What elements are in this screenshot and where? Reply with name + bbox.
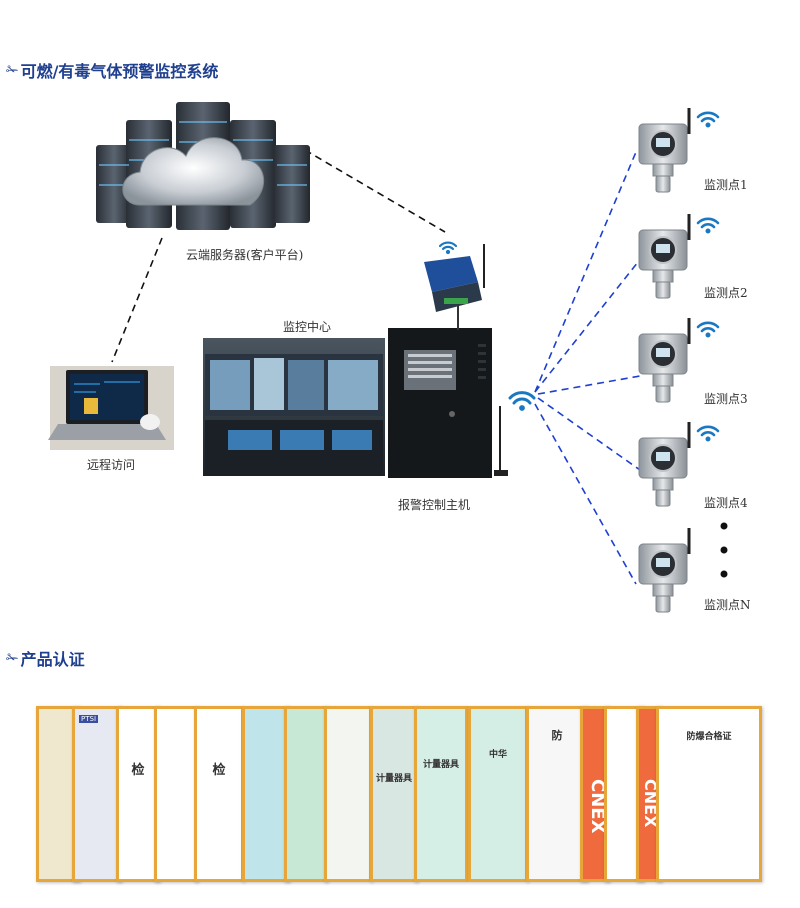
certificate-card: 防	[526, 706, 588, 882]
server-gateway-link	[304, 149, 446, 233]
certificate-card: 计量器具	[370, 706, 418, 882]
certificate-card: 中华	[468, 706, 528, 882]
monitor-point-n-label: 监测点N	[704, 598, 751, 612]
server-laptop-link	[111, 237, 163, 363]
alarm-host-device	[388, 328, 492, 478]
certificate-heading: 防爆合格证	[686, 732, 732, 742]
gas-detector-icon	[638, 422, 691, 507]
system-diagram	[48, 102, 728, 613]
section-marker-icon: ✁	[6, 649, 19, 667]
certificate-heading: 检	[131, 763, 145, 778]
certificate-card: 防爆合格证	[656, 706, 762, 882]
gas-detector-icon	[638, 528, 691, 613]
gas-detector-icon	[638, 108, 691, 193]
certificate-heading: 计量器具	[422, 760, 459, 770]
wireless-links	[534, 151, 641, 585]
certificate-card	[154, 706, 198, 882]
certificate-heading: 防	[551, 729, 563, 742]
certificate-heading: 中华	[488, 750, 507, 760]
monitor-point-3-label: 监测点3	[704, 392, 748, 406]
gas-detectors	[638, 108, 691, 613]
certificate-gallery: PTSI 检 检 计量器具 计量器具 中华 防 CNEX CNEX 防爆合格证	[36, 706, 762, 886]
certificate-card	[324, 706, 372, 882]
monitor-center-image	[203, 338, 385, 476]
cert-section-title: ✁ 产品认证	[6, 646, 85, 670]
server-cloud-icon	[96, 102, 310, 230]
gateway-device-icon	[424, 244, 485, 330]
antenna-icon	[494, 406, 508, 476]
laptop-icon	[48, 366, 174, 450]
gas-detector-icon	[638, 214, 691, 299]
remote-access-label: 远程访问	[87, 458, 136, 472]
certificate-card	[242, 706, 290, 882]
alarm-host-label: 报警控制主机	[398, 498, 471, 512]
ellipsis-dots-icon	[720, 522, 728, 578]
brand-stamp: CNEX	[587, 779, 608, 834]
system-section-title: ✁ 可燃/有毒气体预警监控系统	[6, 58, 218, 82]
monitor-center-label: 监控中心	[283, 320, 332, 334]
monitor-point-2-label: 监测点2	[704, 286, 748, 300]
monitor-point-1-label: 监测点1	[704, 178, 748, 192]
brand-stamp: CNEX	[641, 779, 660, 828]
certificate-heading: 检	[212, 763, 226, 778]
cert-title-text: 产品认证	[20, 650, 85, 669]
certificate-card	[284, 706, 328, 882]
system-title-text: 可燃/有毒气体预警监控系统	[20, 62, 219, 81]
certificate-card: PTSI	[72, 706, 122, 882]
section-marker-icon: ✁	[6, 61, 19, 79]
wifi-icon	[438, 111, 720, 442]
certificate-card: 计量器具	[414, 706, 468, 882]
monitor-point-4-label: 监测点4	[704, 496, 748, 510]
cloud-server-label: 云端服务器(客户平台)	[186, 248, 304, 262]
ptsi-badge: PTSI	[79, 715, 99, 723]
certificate-card: 检	[194, 706, 244, 882]
gas-detector-icon	[638, 318, 691, 403]
certificate-heading: 计量器具	[375, 774, 412, 784]
